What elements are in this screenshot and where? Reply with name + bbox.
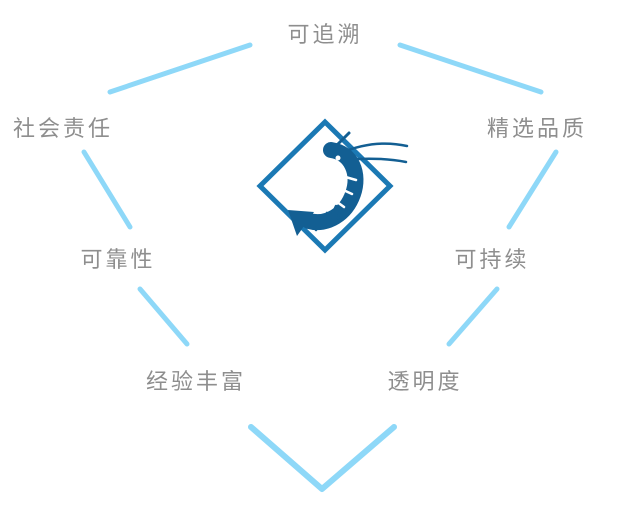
shrimp-segment-3: [331, 197, 346, 209]
edge-top-to-upper-right: [397, 42, 544, 95]
shrimp-tail-fan: [288, 210, 314, 236]
edge-mid-left-to-lower-left: [137, 286, 190, 347]
label-reliability: 可靠性: [80, 248, 156, 273]
shrimp-segment-1: [340, 174, 358, 182]
label-social-responsibility: 社会责任: [12, 117, 114, 142]
label-traceable: 可追溯: [287, 23, 363, 48]
edge-upper-left-to-mid-left: [81, 149, 133, 230]
label-experienced: 经验丰富: [145, 370, 247, 395]
edge-upper-right-to-mid-right: [506, 149, 559, 230]
shrimp-body: [301, 142, 364, 231]
diamond-outline: [256, 118, 394, 254]
label-sustainable: 可持续: [454, 248, 530, 273]
bottom-chevron: [248, 424, 397, 492]
shrimp-leg-1: [336, 194, 347, 220]
shrimp-eye: [335, 155, 341, 161]
edge-top-to-upper-left: [107, 42, 253, 95]
shrimp-leg-3: [314, 211, 329, 232]
shrimp-segment-2: [337, 186, 354, 196]
edge-mid-right-to-lower-right: [446, 286, 500, 347]
shrimp-icon: [288, 131, 409, 236]
label-selected-quality: 精选品质: [486, 117, 588, 142]
shrimp-leg-2: [325, 204, 338, 228]
label-transparency: 透明度: [387, 370, 463, 395]
